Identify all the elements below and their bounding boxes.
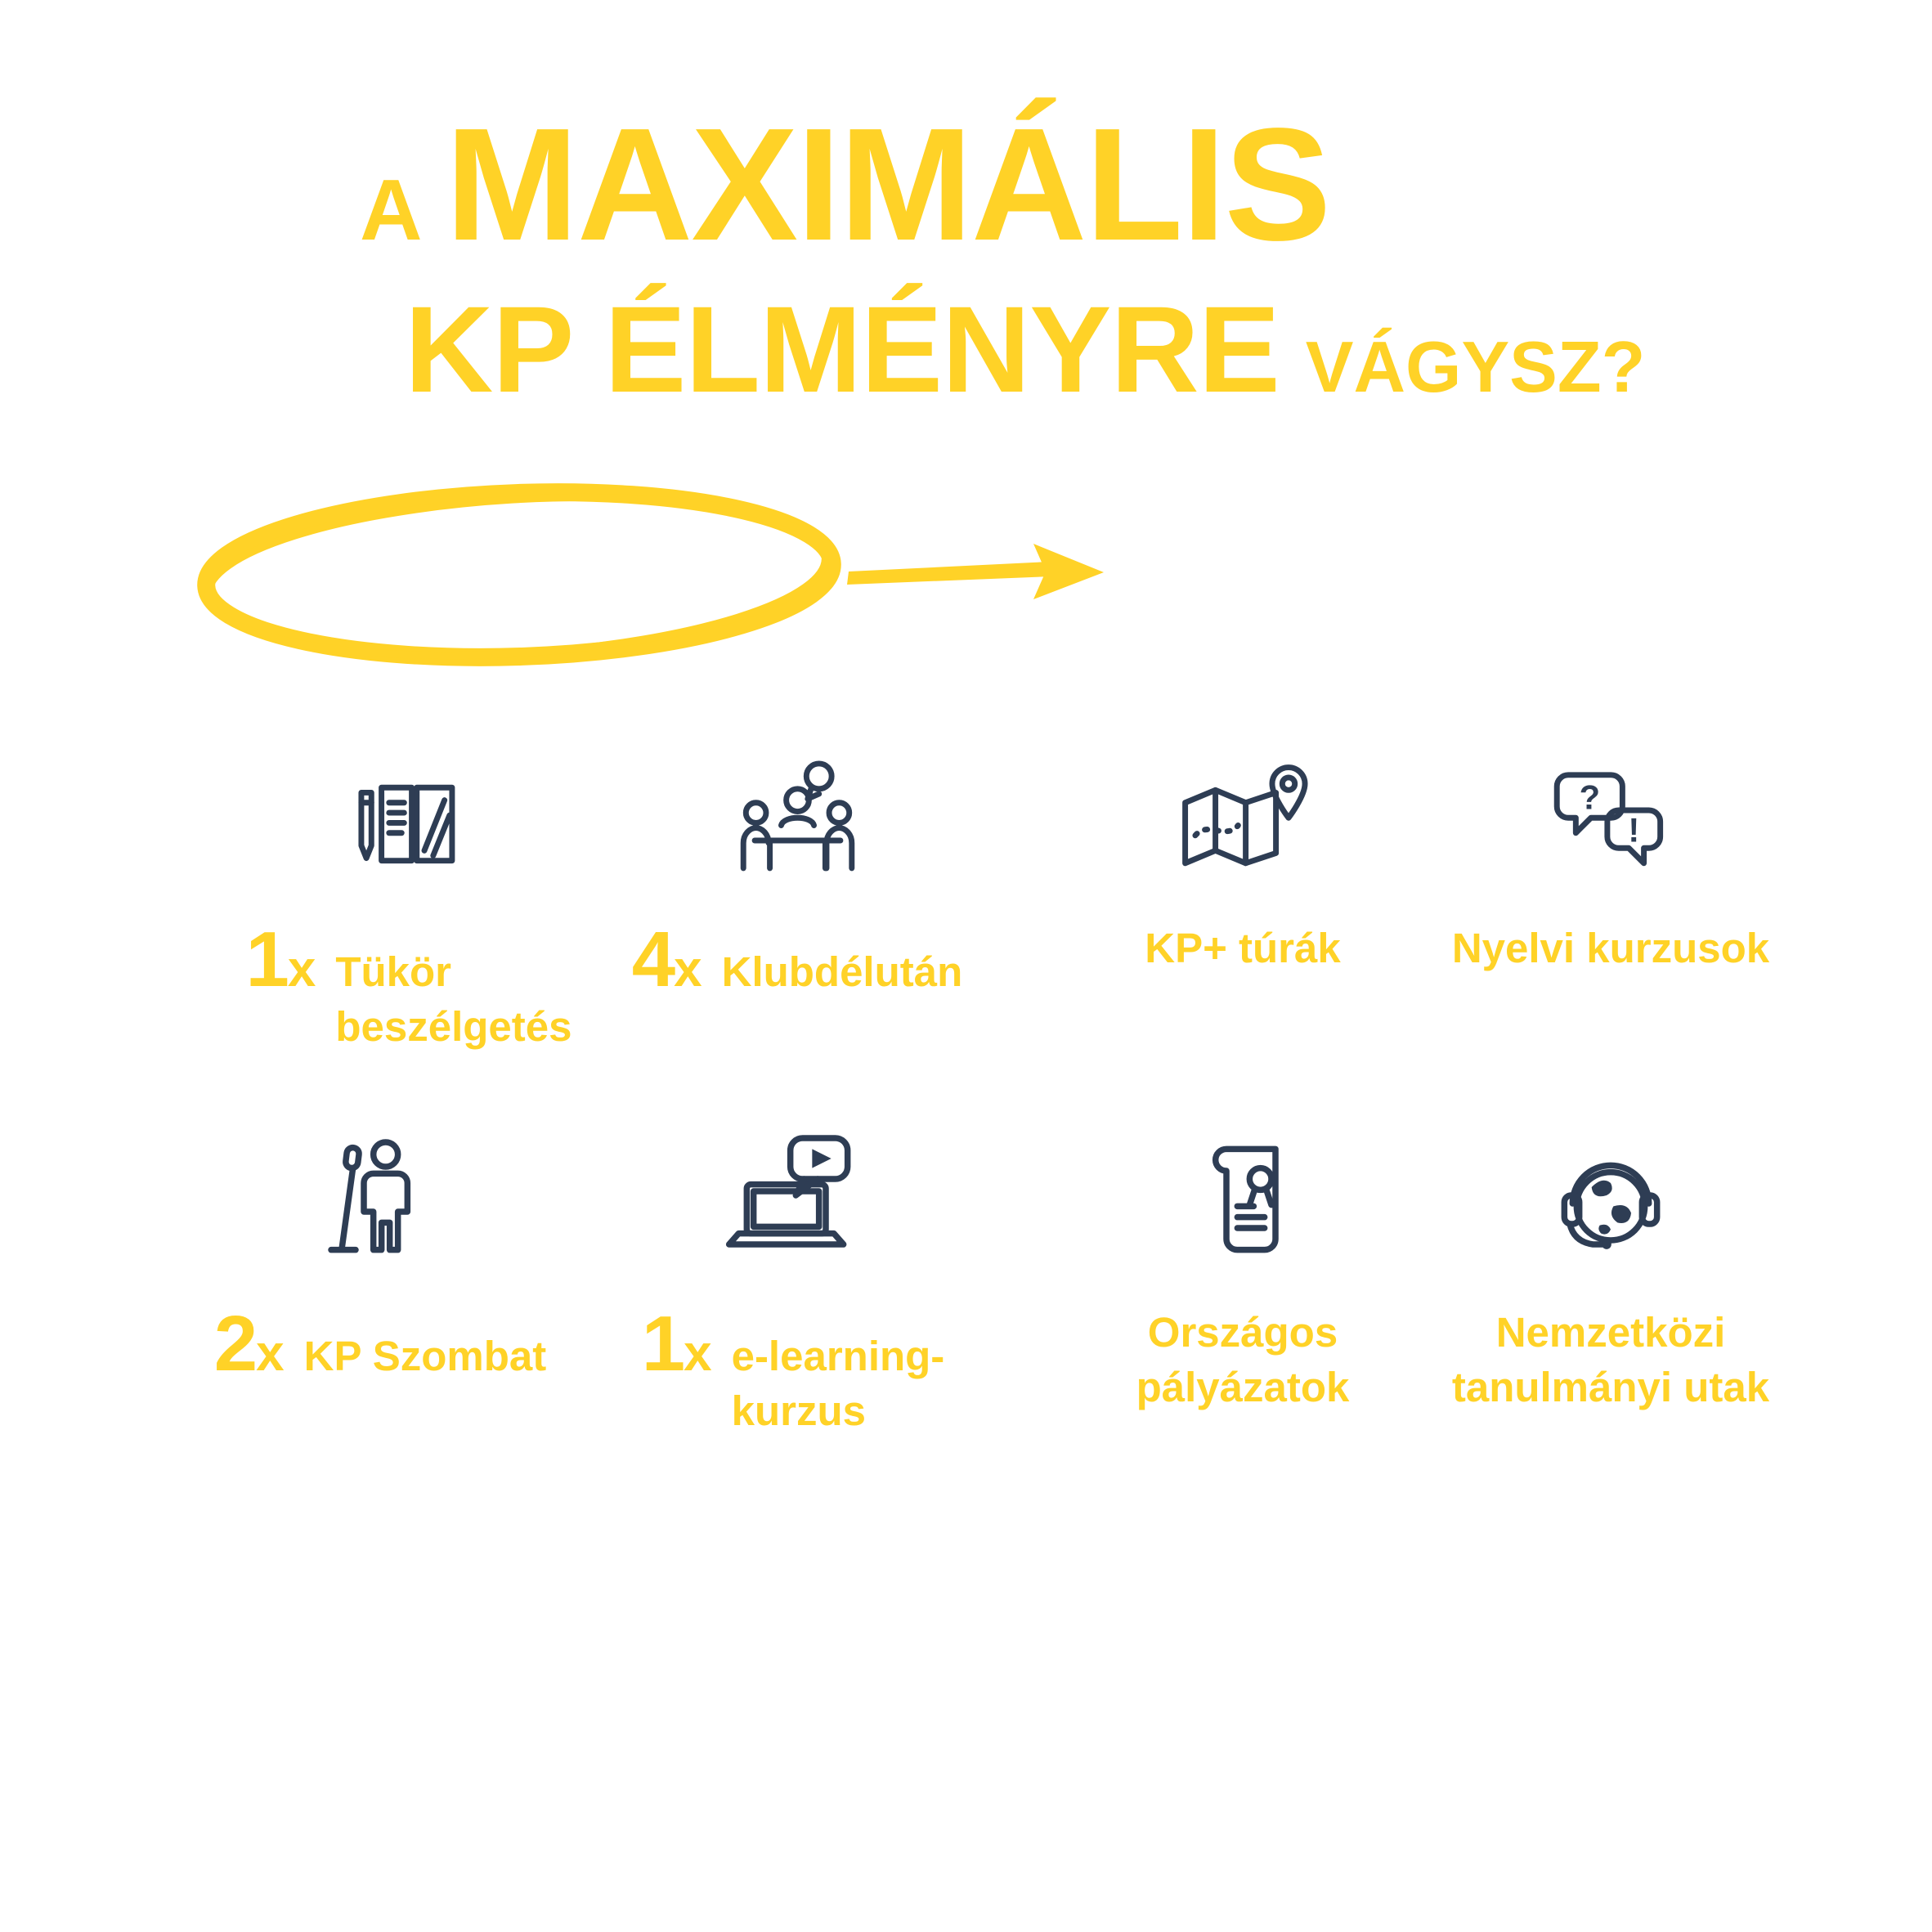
- activity-label-row: 1x e-learning- kurzus: [617, 1305, 969, 1439]
- activity-item-tukor-beszelgetes: 1x Tükör beszélgetés: [233, 713, 585, 1055]
- label-line: Országos: [1147, 1309, 1338, 1356]
- activity-item-nemzetkozi-tanulmanyi-utak: Nemzetközi tanulmányi utak: [1431, 1081, 1791, 1415]
- svg-text:?: ?: [1579, 778, 1599, 816]
- arrow-shaft: [847, 562, 1051, 585]
- count-badge: 2x: [213, 1300, 285, 1387]
- activity-item-elearning-kurzus: 1x e-learning- kurzus: [617, 1081, 969, 1439]
- label-line: tanulmányi utak: [1451, 1364, 1770, 1411]
- label-line: beszélgetés: [335, 1003, 572, 1051]
- label-line: Tükör: [335, 948, 452, 995]
- arrow-head-icon: [1033, 544, 1104, 599]
- activity-label-row: 2x KP Szombat: [200, 1305, 560, 1383]
- label-line: KP+ túrák: [1145, 925, 1341, 971]
- label-line: pályázatok: [1136, 1364, 1350, 1411]
- label-line: KP Szombat: [303, 1333, 547, 1379]
- title-word-kp-elmenyre: KP ÉLMÉNYRE: [405, 280, 1280, 418]
- book-mirror-icon: [334, 713, 485, 901]
- count-badge: 1x: [641, 1300, 712, 1387]
- activity-label: KP Szombat: [304, 1329, 547, 1383]
- group-discussion-icon: [722, 713, 873, 901]
- label-line: Klubdélután: [721, 948, 963, 995]
- activity-label: Nemzetközi tanulmányi utak: [1452, 1305, 1769, 1415]
- map-pin-icon: [1168, 713, 1319, 901]
- count-badge: 4x: [631, 916, 702, 1003]
- activity-label-row: Nyelvi kurzusok: [1431, 921, 1791, 975]
- activity-label-row: Nemzetközi tanulmányi utak: [1431, 1305, 1791, 1415]
- activity-item-kp-szombat: 2x KP Szombat: [200, 1081, 560, 1383]
- label-line: kurzus: [731, 1387, 866, 1435]
- speaker-microphone-icon: [298, 1081, 462, 1285]
- activity-item-orszagos-palyazatok: Országos pályázatok: [1067, 1081, 1419, 1415]
- speech-bubbles-icon: ? !: [1535, 713, 1687, 901]
- title-prefix: A: [360, 162, 423, 258]
- ellipse-highlight-and-arrow: [197, 483, 1104, 666]
- activity-label-row: 1x Tükör beszélgetés: [233, 921, 585, 1055]
- label-line: Nyelvi kurzusok: [1451, 925, 1770, 971]
- activity-label-row: 4x Klubdélután: [621, 921, 973, 999]
- svg-text:!: !: [1628, 811, 1639, 849]
- title-word-maximalis: MAXIMÁLIS: [445, 95, 1332, 274]
- activity-label: Nyelvi kurzusok: [1452, 921, 1769, 975]
- activity-item-nyelvi-kurzusok: ? ! Nyelvi kurzusok: [1431, 713, 1791, 975]
- activity-label: KP+ túrák: [1145, 921, 1341, 975]
- activity-label: e-learning- kurzus: [732, 1329, 945, 1439]
- activity-label: Országos pályázatok: [1136, 1305, 1350, 1415]
- activity-label-row: KP+ túrák: [1067, 921, 1419, 975]
- count-badge: 1x: [245, 916, 316, 1003]
- globe-headset-icon: [1529, 1081, 1692, 1285]
- ellipse-highlight-inner-stroke: [204, 493, 829, 660]
- certificate-scroll-icon: [1161, 1081, 1325, 1285]
- activity-label-row: Országos pályázatok: [1067, 1305, 1419, 1415]
- activity-label: Klubdélután: [722, 944, 963, 999]
- activity-item-klubdelutan: 4x Klubdélután: [621, 713, 973, 999]
- label-line: Nemzetközi: [1495, 1309, 1726, 1356]
- label-line: e-learning-: [731, 1333, 945, 1379]
- title-word-vagysz: VÁGYSZ?: [1305, 326, 1646, 407]
- laptop-video-icon: [711, 1081, 875, 1285]
- activity-item-kp-turak: KP+ túrák: [1067, 713, 1419, 975]
- activity-label: Tükör beszélgetés: [335, 944, 572, 1055]
